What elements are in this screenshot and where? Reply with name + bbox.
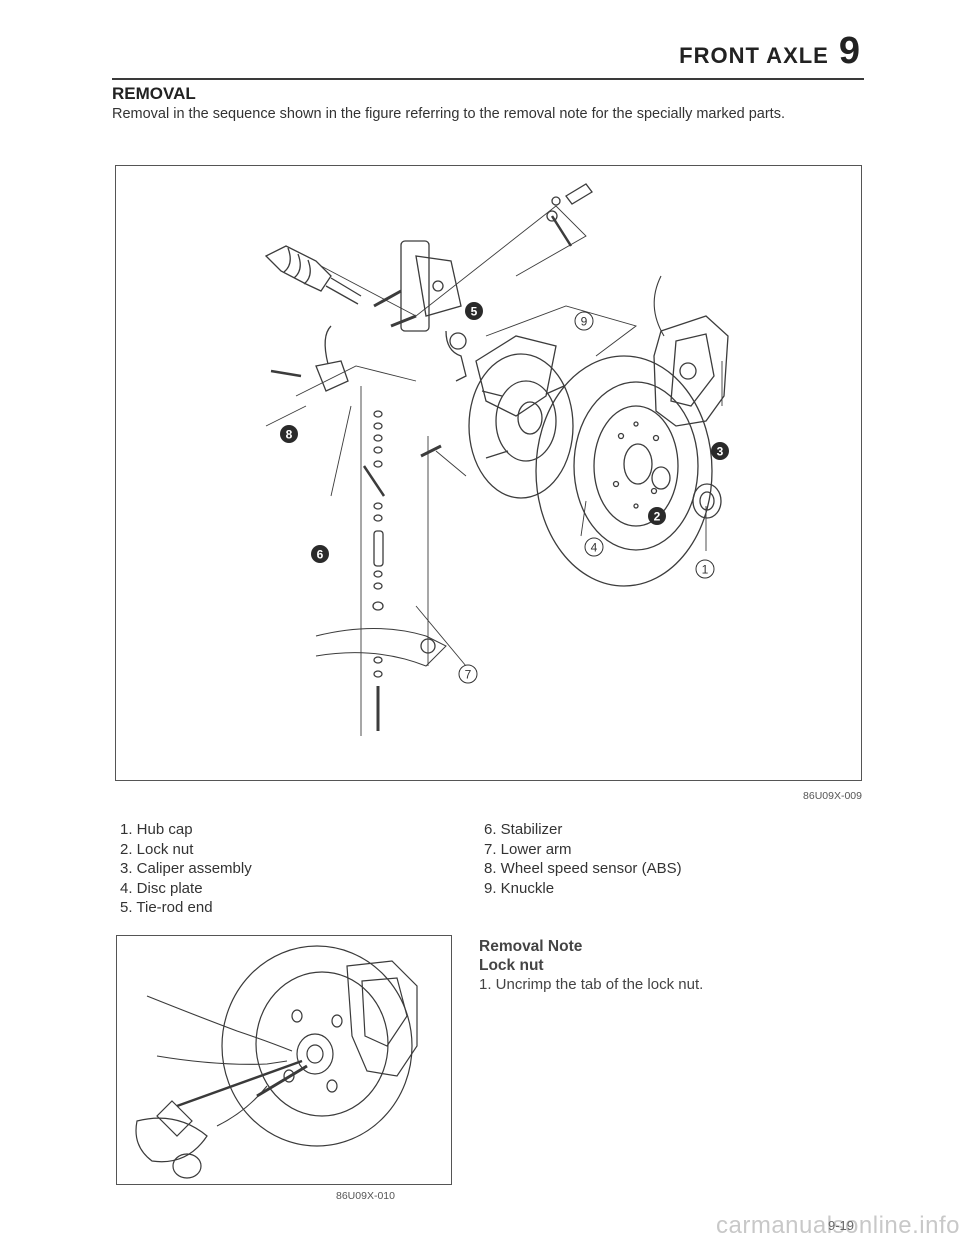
header-rule [112,78,864,80]
section-title: REMOVAL [112,84,196,103]
removal-note-title: Removal Note [479,938,583,955]
parts-list-left: 1. Hub cap 2. Lock nut 3. Caliper assemb… [120,820,252,918]
callout-3: 3 [711,442,729,460]
watermark: carmanualsonline.info [716,1212,960,1239]
part-item: 4. Disc plate [120,879,203,897]
svg-text:4: 4 [591,541,598,555]
callout-1: 1 [695,559,715,579]
svg-text:3: 3 [717,445,724,459]
callout-6: 6 [311,545,329,563]
part-item: 9. Knuckle [484,879,555,897]
callout-4: 4 [584,537,604,557]
svg-text:9: 9 [581,315,588,329]
lock-nut-figure [116,935,452,1185]
part-item: 8. Wheel speed sensor (ABS) [484,860,682,877]
part-item: 2. Lock nut [120,840,194,858]
callout-2: 2 [648,507,666,525]
removal-note: Removal Note Lock nut 1. Uncrimp the tab… [479,937,703,995]
svg-text:6: 6 [317,548,324,562]
header-title: FRONT AXLE [679,43,829,68]
page-header: FRONT AXLE 9 [679,30,860,73]
section-intro: Removal in the sequence shown in the fig… [112,106,785,122]
svg-text:2: 2 [654,510,661,524]
chapter-number: 9 [838,30,860,72]
svg-text:1: 1 [702,563,709,577]
callout-9: 9 [574,311,594,331]
removal-note-step: 1. Uncrimp the tab of the lock nut. [479,976,704,993]
exploded-view-drawing: 5 8 3 2 6 [264,183,729,736]
part-item: 7. Lower arm [484,840,572,858]
parts-list-right: 6. Stabilizer 7. Lower arm 8. Wheel spee… [484,820,682,898]
svg-text:5: 5 [471,305,478,319]
part-item: 1. Hub cap [120,821,193,838]
callout-8: 8 [280,425,298,443]
page-number: 9-19 [828,1218,855,1233]
part-item: 3. Caliper assembly [120,860,252,877]
main-figure-id: 86U09X-009 [803,790,862,802]
svg-text:8: 8 [286,428,293,442]
small-figure-id: 86U09X-010 [336,1190,395,1202]
callout-7: 7 [458,664,478,684]
part-item: 5. Tie-rod end [120,899,213,916]
removal-note-subtitle: Lock nut [479,957,544,974]
svg-text:7: 7 [465,668,472,682]
callout-5: 5 [465,302,483,320]
lock-nut-drawing [135,945,418,1179]
part-item: 6. Stabilizer [484,821,563,838]
exploded-view-figure: 5 8 3 2 6 [115,165,862,781]
